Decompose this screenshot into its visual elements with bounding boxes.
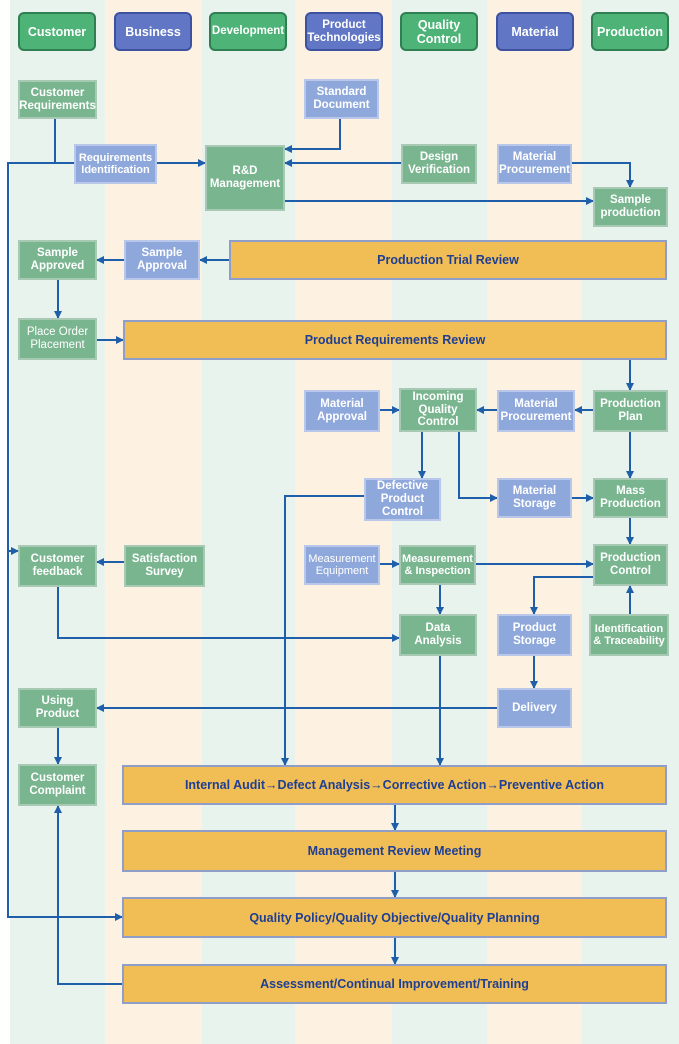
node-satisfaction-survey: Satisfaction Survey [124, 545, 205, 587]
node-mass-production: Mass Production [593, 478, 668, 518]
arrow-left-trunk-feedback [7, 162, 55, 555]
header-quality-control: Quality Control [400, 12, 478, 51]
node-material-approval: Material Approval [304, 390, 380, 432]
header-business: Business [114, 12, 192, 51]
node-design-verification: Design Verification [401, 144, 477, 184]
node-product-storage: Product Storage [497, 614, 572, 656]
node-customer-requirements: Customer Requirements [18, 80, 97, 119]
node-production-trial-review: Production Trial Review [229, 240, 667, 280]
arrow-custreq-down [54, 119, 75, 164]
header-production: Production [591, 12, 669, 51]
node-rd-management: R&D Management [205, 145, 285, 211]
header-development: Development [209, 12, 287, 51]
arrow-feedback-data [57, 587, 400, 642]
node-internal-audit: Internal Audit→Defect Analysis→Correctiv… [122, 765, 667, 805]
node-material-storage: Material Storage [497, 478, 572, 518]
node-defective-control: Defective Product Control [364, 478, 441, 521]
node-customer-complaint: Customer Complaint [18, 764, 97, 806]
header-customer: Customer [18, 12, 96, 51]
node-production-control: Production Control [593, 544, 668, 586]
header-material: Material [496, 12, 574, 51]
node-using-product: Using Product [18, 688, 97, 728]
arrow-prodctl-productstorage [530, 576, 593, 615]
header-product-technologies: Product Technologies [305, 12, 383, 51]
node-quality-policy: Quality Policy/Quality Objective/Quality… [122, 897, 667, 938]
arrow-left-trunk-policy [7, 551, 123, 921]
node-measurement-inspection: Measurement & Inspection [399, 545, 476, 585]
node-customer-feedback: Customer feedback [18, 545, 97, 587]
node-assessment: Assessment/Continual Improvement/Trainin… [122, 964, 667, 1004]
node-production-plan: Production Plan [593, 390, 668, 432]
arrow-stddoc-rd [284, 118, 341, 153]
node-delivery: Delivery [497, 688, 572, 728]
node-material-procurement-2: Material Procurement [497, 390, 575, 432]
node-material-procurement-1: Material Procurement [497, 144, 572, 184]
node-incoming-qc: Incoming Quality Control [399, 388, 477, 432]
node-requirements-identification: Requirements Identification [74, 144, 157, 184]
node-measurement-equipment: Measurement Equipment [304, 545, 380, 585]
arrow-defective-audit [281, 495, 364, 766]
node-sample-approved: Sample Approved [18, 240, 97, 280]
node-sample-production: Sample production [593, 187, 668, 227]
arrow-iqc-storage [458, 432, 498, 502]
node-data-analysis: Data Analysis [399, 614, 477, 656]
node-product-requirements-review: Product Requirements Review [123, 320, 667, 360]
arrow-matproc-sample [571, 162, 634, 188]
node-management-review: Management Review Meeting [122, 830, 667, 872]
node-place-order: Place Order Placement [18, 318, 97, 360]
arrow-assessment-complaint [54, 805, 122, 985]
node-standard-document: Standard Document [304, 79, 379, 119]
node-sample-approval: Sample Approval [124, 240, 200, 280]
node-identification-traceability: Identification & Traceability [589, 614, 669, 656]
